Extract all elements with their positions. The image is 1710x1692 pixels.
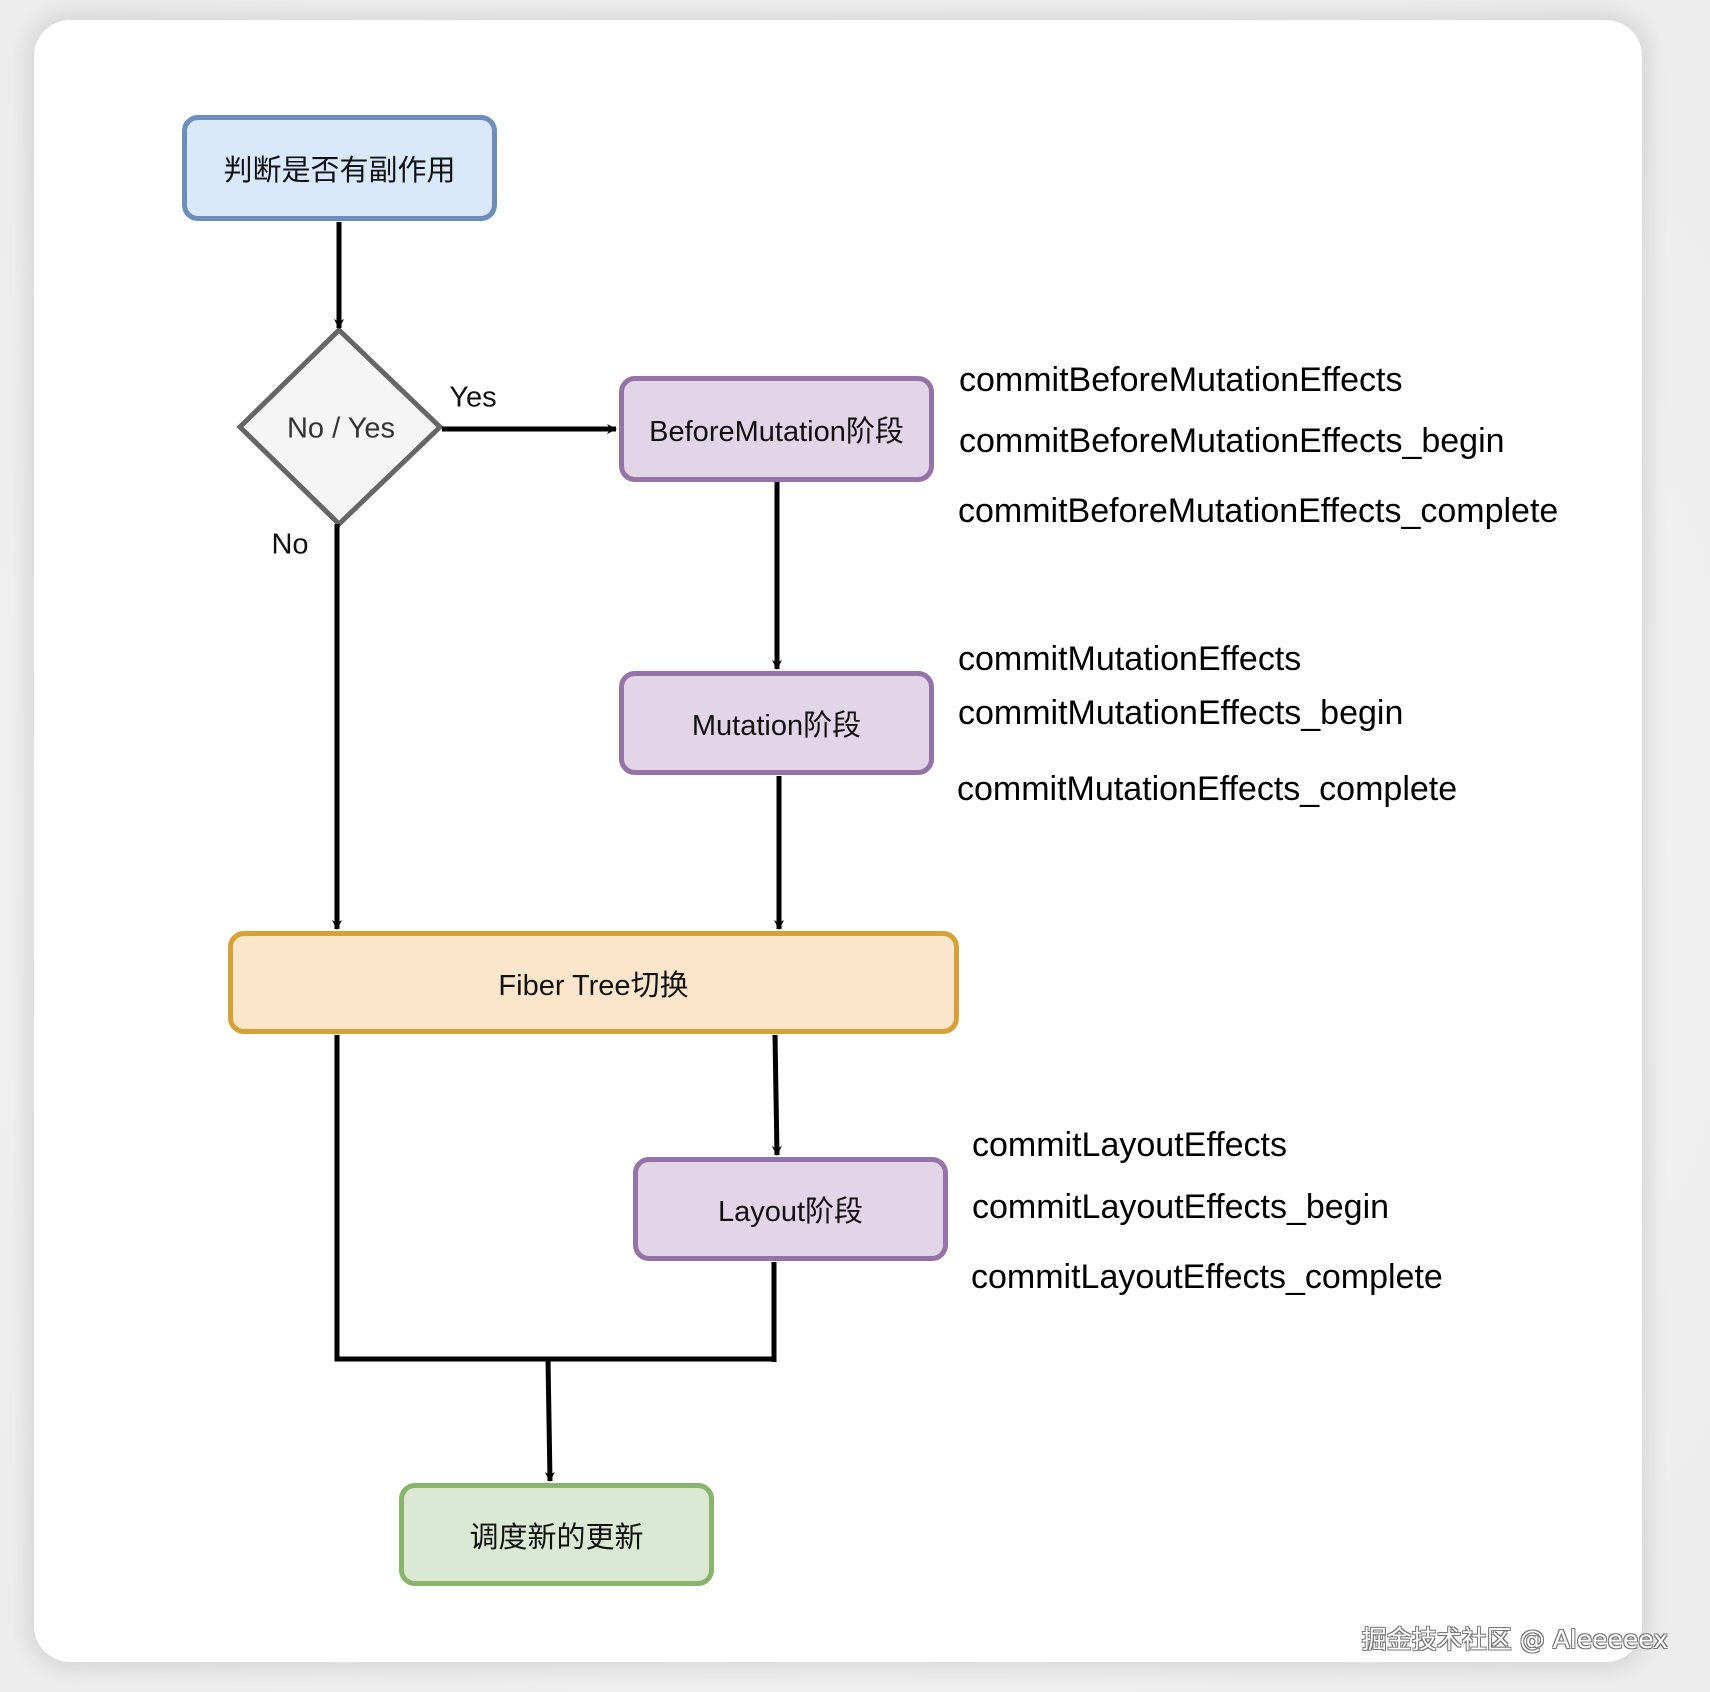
node-fiber-tree-switch: Fiber Tree切换 <box>228 931 959 1034</box>
node-fiber-tree-switch-label: Fiber Tree切换 <box>498 969 689 1002</box>
node-check-side-effects-label: 判断是否有副作用 <box>223 155 456 187</box>
node-mutation: Mutation阶段 <box>619 671 934 775</box>
annotation-layout-2: commitLayoutEffects_begin <box>972 1188 1390 1226</box>
node-schedule-update: 调度新的更新 <box>399 1483 714 1586</box>
node-check-side-effects: 判断是否有副作用 <box>182 115 497 221</box>
annotation-mutation-3: commitMutationEffects_complete <box>957 770 1458 808</box>
annotation-before-mutation-3: commitBeforeMutationEffects_complete <box>958 492 1559 530</box>
edge-label-yes: Yes <box>449 381 497 414</box>
node-before-mutation-label: BeforeMutation阶段 <box>649 416 904 448</box>
annotation-mutation-1: commitMutationEffects <box>958 640 1302 678</box>
node-before-mutation: BeforeMutation阶段 <box>619 376 934 482</box>
annotation-before-mutation-2: commitBeforeMutationEffects_begin <box>959 422 1505 460</box>
edge-fiber-switch-to-layout <box>771 1034 782 1156</box>
node-layout-label: Layout阶段 <box>717 1196 864 1228</box>
edge-fiber-switch-to-join <box>334 1035 775 1362</box>
diagram-card <box>34 20 1642 1662</box>
node-mutation-label: Mutation阶段 <box>691 710 862 742</box>
watermark: 掘金技术社区 @ Aleeeeex <box>1361 1625 1668 1654</box>
edge-join-to-schedule <box>544 1358 555 1482</box>
annotation-layout-3: commitLayoutEffects_complete <box>971 1258 1443 1296</box>
node-layout: Layout阶段 <box>633 1157 948 1261</box>
edge-label-no: No <box>271 528 309 561</box>
annotation-layout-1: commitLayoutEffects <box>972 1126 1287 1164</box>
decision-label: No / Yes <box>286 412 396 445</box>
annotation-before-mutation-1: commitBeforeMutationEffects <box>959 361 1403 399</box>
node-schedule-update-label: 调度新的更新 <box>469 1521 644 1554</box>
annotation-mutation-2: commitMutationEffects_begin <box>958 694 1404 732</box>
